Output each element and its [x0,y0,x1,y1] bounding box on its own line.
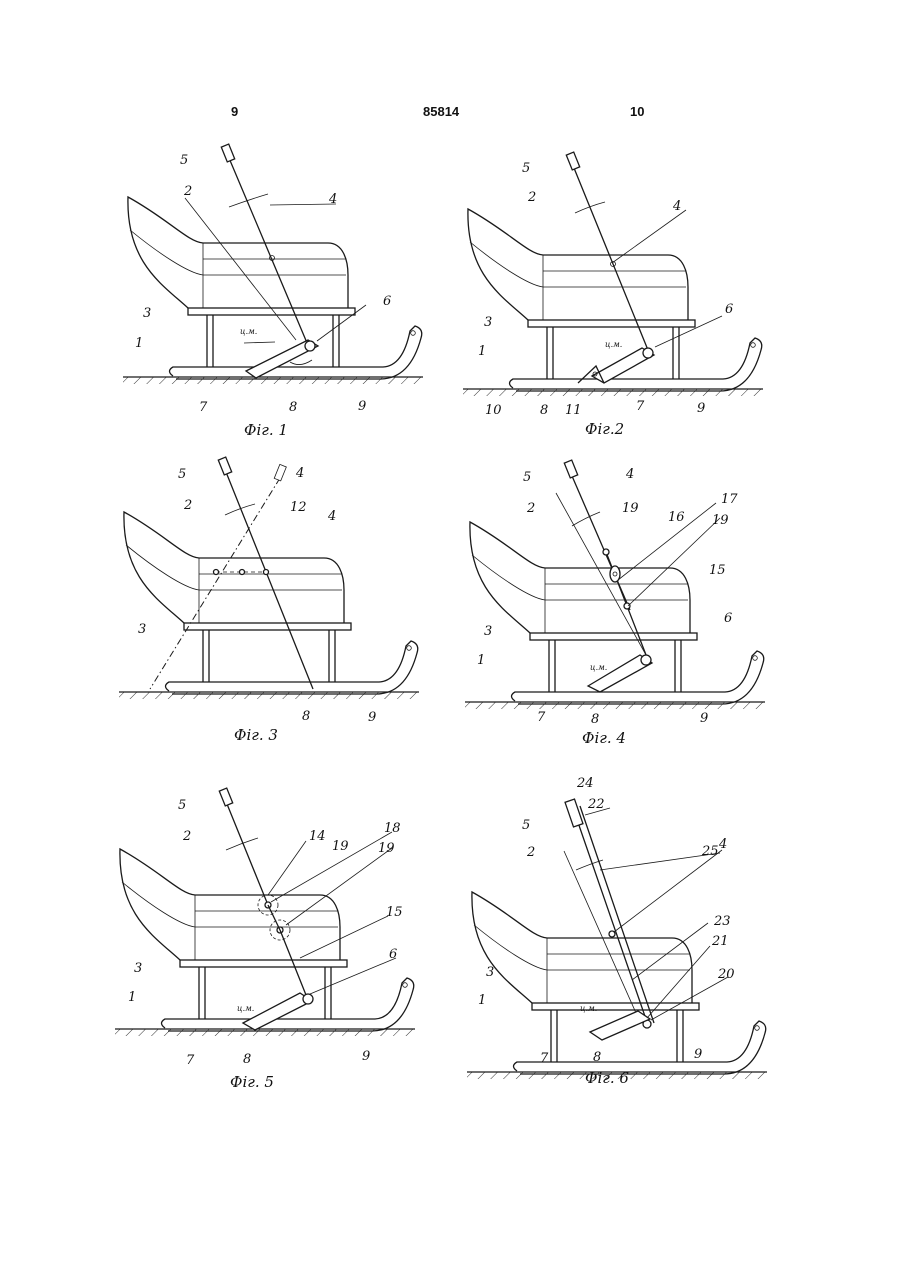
label-4: 4 [625,467,634,482]
label-2: 2 [183,184,192,199]
label-1: 1 [478,344,486,359]
label-11: 11 [565,403,582,418]
label-19: 19 [378,841,395,856]
label-9: 9 [700,711,708,726]
label-3: 3 [138,622,146,637]
label-8: 8 [289,400,297,415]
label-15: 15 [386,905,403,920]
label-6: 6 [725,302,733,317]
label-18: 18 [384,821,401,836]
figure-3: 5 2 4 12 4 3 8 9 Фіг. 3 [119,457,419,744]
label-5: 5 [178,467,186,482]
label-3: 3 [484,315,492,330]
label-8: 8 [540,403,548,418]
label-1: 1 [128,990,136,1005]
label-15: 15 [709,563,726,578]
label-7: 7 [636,399,645,414]
figure-2-caption: Фіг.2 [585,420,624,438]
center-mark-label: ц.м. [240,327,257,336]
label-6: 6 [724,611,732,626]
label-8: 8 [591,712,599,727]
label-1: 1 [135,336,143,351]
figure-4: ц.м. 5 2 4 19 16 17 19 15 6 3 1 7 8 9 Фі… [465,460,765,747]
label-4: 4 [327,509,336,524]
label-16: 16 [668,510,685,525]
label-25: 25 [701,844,719,859]
label-9: 9 [368,710,376,725]
label-19: 19 [622,501,639,516]
label-6: 6 [383,294,391,309]
center-mark-label: ц.м. [580,1004,597,1013]
figure-1-caption: Фіг. 1 [244,421,288,439]
label-5: 5 [522,818,530,833]
figure-2: ц.м. 5 2 4 6 3 1 10 8 11 7 9 Фіг.2 [463,152,763,438]
figure-5: ц.м. 5 2 14 19 18 19 15 6 3 1 7 8 9 Фіг.… [115,788,415,1091]
label-3: 3 [143,306,151,321]
label-2: 2 [526,501,535,516]
figure-6-caption: Фіг. 6 [585,1069,629,1087]
label-4: 4 [718,837,727,852]
label-9: 9 [358,399,366,414]
figure-5-caption: Фіг. 5 [230,1073,274,1091]
label-7: 7 [186,1053,195,1068]
label-1: 1 [477,653,485,668]
label-3: 3 [134,961,142,976]
label-8: 8 [593,1050,601,1065]
label-7: 7 [199,400,208,415]
label-5: 5 [523,470,531,485]
figure-3-caption: Фіг. 3 [234,726,278,744]
label-17: 17 [721,492,738,507]
label-21: 21 [711,934,729,949]
label-1: 1 [478,993,486,1008]
label-10: 10 [485,403,502,418]
label-7: 7 [537,710,546,725]
label-4: 4 [328,192,337,207]
label-8: 8 [302,709,310,724]
center-mark-label: ц.м. [590,663,607,672]
label-2: 2 [183,498,192,513]
label-5: 5 [522,161,530,176]
figure-1: ц.м. 5 2 4 6 3 1 7 8 9 Фіг. 1 [123,144,423,439]
label-22: 22 [587,797,605,812]
center-mark-label: ц.м. [605,340,622,349]
label-8: 8 [243,1052,251,1067]
center-mark-label: ц.м. [237,1004,254,1013]
label-14: 14 [309,829,326,844]
label-2: 2 [182,829,191,844]
label-2: 2 [527,190,536,205]
label-3: 3 [484,624,492,639]
figure-6: ц.м. 24 22 5 2 4 25 23 21 20 3 1 7 8 9 Ф… [467,776,767,1087]
figure-4-caption: Фіг. 4 [582,729,626,747]
label-3: 3 [486,965,494,980]
label-20: 20 [717,967,735,982]
label-24: 24 [576,776,594,791]
label-9: 9 [362,1049,370,1064]
label-4: 4 [295,466,304,481]
label-5: 5 [180,153,188,168]
label-23: 23 [713,914,731,929]
label-7: 7 [540,1051,549,1066]
label-19: 19 [712,513,729,528]
label-6: 6 [389,947,397,962]
label-9: 9 [694,1047,702,1062]
label-5: 5 [178,798,186,813]
label-9: 9 [697,401,705,416]
label-2: 2 [526,845,535,860]
label-19: 19 [332,839,349,854]
label-12: 12 [290,500,307,515]
label-4: 4 [672,199,681,214]
